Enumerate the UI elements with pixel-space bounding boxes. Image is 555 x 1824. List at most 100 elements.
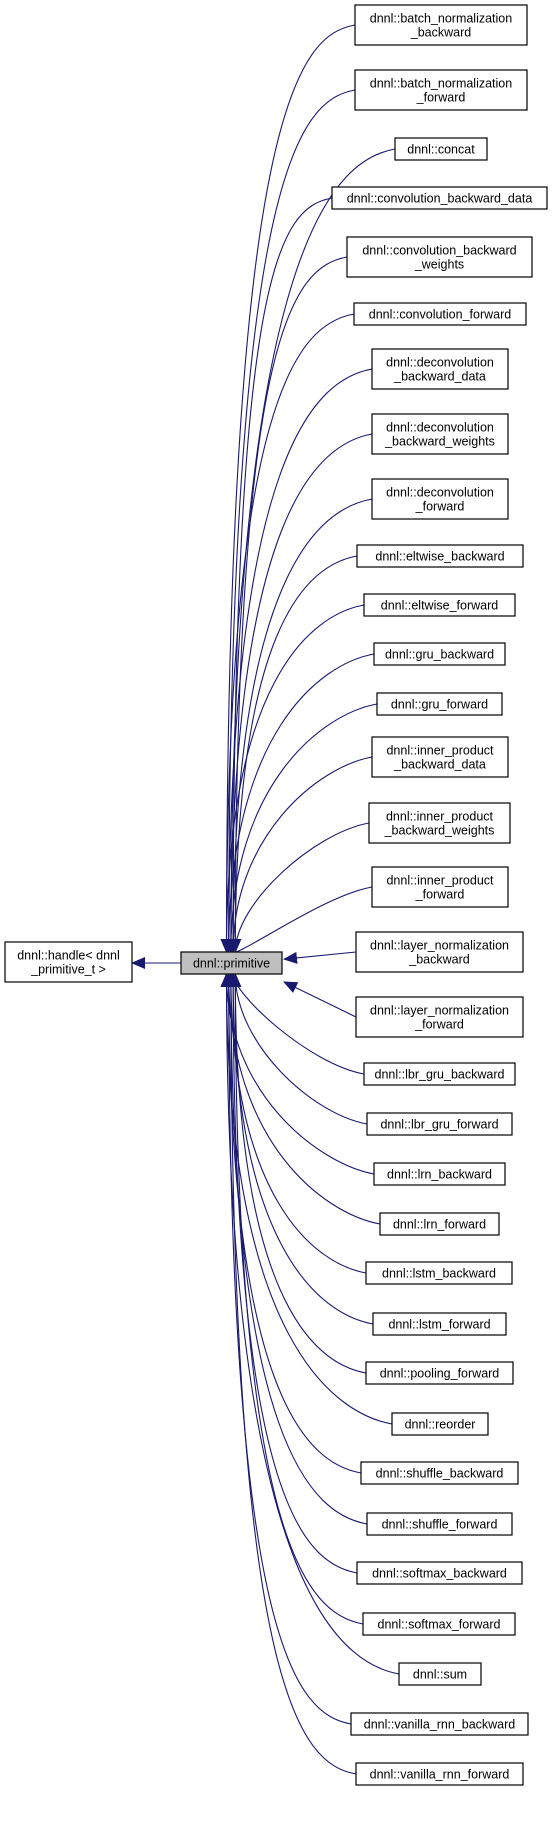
node-inner-product-backward-data-label-line-1: dnnl::inner_product (386, 744, 494, 758)
node-gru-backward-box (373, 642, 506, 666)
node-vanilla-rnn-forward-box (355, 1762, 524, 1786)
node-pooling-forward[interactable]: dnnl::pooling_forward (365, 1361, 514, 1385)
node-convolution-backward-weights-label-line-1: dnnl::convolution_backward (362, 244, 516, 258)
node-vanilla-rnn-forward-label-line-1: dnnl::vanilla_rnn_forward (370, 1768, 510, 1782)
nodes-layer: dnnl::handle< dnnl_primitive_t > dnnl::pr… (4, 4, 548, 1786)
node-inner-product-backward-weights[interactable]: dnnl::inner_product_backward_weights (368, 802, 511, 844)
node-deconvolution-forward-box (371, 478, 509, 520)
node-layer-normalization-forward-label-line-2: _forward (414, 1018, 464, 1032)
node-lrn-forward-label-line-1: dnnl::lrn_forward (393, 1218, 486, 1232)
node-lrn-forward[interactable]: dnnl::lrn_forward (379, 1212, 500, 1236)
node-inner-product-backward-data-label-line-2: _backward_data (393, 758, 486, 772)
node-convolution-forward-label-line-1: dnnl::convolution_forward (369, 308, 511, 322)
node-lstm-backward[interactable]: dnnl::lstm_backward (365, 1261, 513, 1285)
node-sum[interactable]: dnnl::sum (398, 1662, 482, 1686)
edge-deconvolution-backward-weights (224, 433, 373, 953)
edge-deconvolution-backward-data (222, 368, 373, 953)
node-eltwise-backward[interactable]: dnnl::eltwise_backward (356, 544, 524, 568)
edge-gru-forward (224, 703, 378, 953)
node-handle-primitive-t-label-line-1: dnnl::handle< dnnl (17, 949, 120, 963)
node-reorder-label-line-1: dnnl::reorder (405, 1418, 476, 1432)
edge-eltwise-forward (220, 604, 365, 953)
node-softmax-forward[interactable]: dnnl::softmax_forward (362, 1612, 516, 1636)
node-deconvolution-backward-data-label-line-1: dnnl::deconvolution (386, 356, 494, 370)
node-eltwise-backward-label-line-1: dnnl::eltwise_backward (375, 550, 504, 564)
node-layer-normalization-forward[interactable]: dnnl::layer_normalization_forward (355, 996, 524, 1038)
node-deconvolution-backward-weights-label-line-2: _backward_weights (384, 435, 495, 449)
node-convolution-backward-data-label-line-1: dnnl::convolution_backward_data (347, 192, 533, 206)
edges-layer (131, 24, 400, 1775)
node-inner-product-forward-label-line-2: _forward (415, 888, 465, 902)
node-lbr-gru-backward-box (363, 1062, 516, 1086)
node-inner-product-forward[interactable]: dnnl::inner_product_forward (371, 866, 509, 908)
node-primitive[interactable]: dnnl::primitive (180, 951, 283, 975)
node-vanilla-rnn-backward-label-line-1: dnnl::vanilla_rnn_backward (364, 1718, 516, 1732)
node-batch-normalization-forward[interactable]: dnnl::batch_normalization_forward (354, 69, 528, 111)
node-deconvolution-backward-data[interactable]: dnnl::deconvolution_backward_data (371, 348, 509, 390)
edge-convolution-forward (220, 313, 355, 953)
node-inner-product-backward-weights-label-line-1: dnnl::inner_product (386, 810, 494, 824)
node-batch-normalization-backward-box (354, 4, 528, 46)
node-primitive-box (180, 951, 283, 975)
node-sum-box (398, 1662, 482, 1686)
node-layer-normalization-backward-box (355, 931, 524, 973)
node-layer-normalization-backward[interactable]: dnnl::layer_normalization_backward (355, 931, 524, 973)
node-lrn-backward[interactable]: dnnl::lrn_backward (373, 1162, 506, 1186)
node-softmax-forward-box (362, 1612, 516, 1636)
edge-layer-normalization-forward (283, 981, 357, 1018)
node-shuffle-backward[interactable]: dnnl::shuffle_backward (360, 1461, 519, 1485)
edge-vanilla-rnn-forward (224, 973, 357, 1775)
node-lbr-gru-forward-label-line-1: dnnl::lbr_gru_forward (380, 1118, 498, 1132)
node-handle-primitive-t-label-line-2: _primitive_t > (30, 963, 106, 977)
edge-reorder (220, 973, 393, 1425)
node-gru-forward-label-line-1: dnnl::gru_forward (391, 698, 488, 712)
node-gru-forward[interactable]: dnnl::gru_forward (376, 692, 503, 716)
node-eltwise-forward[interactable]: dnnl::eltwise_forward (363, 593, 516, 617)
node-gru-backward[interactable]: dnnl::gru_backward (373, 642, 506, 666)
node-pooling-forward-box (365, 1361, 514, 1385)
edge-lbr-gru-forward (229, 973, 368, 1125)
node-sum-label-line-1: dnnl::sum (413, 1668, 467, 1682)
node-lbr-gru-backward[interactable]: dnnl::lbr_gru_backward (363, 1062, 516, 1086)
node-handle-primitive-t[interactable]: dnnl::handle< dnnl_primitive_t > (4, 941, 133, 983)
node-batch-normalization-backward[interactable]: dnnl::batch_normalization_backward (354, 4, 528, 46)
node-vanilla-rnn-backward[interactable]: dnnl::vanilla_rnn_backward (350, 1712, 529, 1736)
node-lrn-backward-box (373, 1162, 506, 1186)
edge-convolution-backward-data (227, 197, 333, 953)
edge-vanilla-rnn-backward (222, 973, 352, 1725)
node-batch-normalization-forward-label-line-1: dnnl::batch_normalization (370, 77, 512, 91)
node-convolution-backward-weights[interactable]: dnnl::convolution_backward_weights (346, 236, 533, 278)
edge-batch-normalization-forward (222, 89, 356, 953)
node-softmax-backward[interactable]: dnnl::softmax_backward (356, 1561, 523, 1585)
node-deconvolution-backward-data-box (371, 348, 509, 390)
node-layer-normalization-forward-label-line-1: dnnl::layer_normalization (370, 1004, 509, 1018)
node-deconvolution-backward-weights[interactable]: dnnl::deconvolution_backward_weights (371, 413, 509, 455)
node-inner-product-forward-box (371, 866, 509, 908)
node-convolution-backward-data[interactable]: dnnl::convolution_backward_data (331, 186, 548, 210)
node-primitive-label-line-1: dnnl::primitive (193, 957, 270, 971)
node-inner-product-backward-weights-box (368, 802, 511, 844)
node-convolution-backward-weights-box (346, 236, 533, 278)
node-eltwise-backward-box (356, 544, 524, 568)
node-inner-product-backward-data[interactable]: dnnl::inner_product_backward_data (371, 736, 509, 778)
node-lstm-forward[interactable]: dnnl::lstm_forward (372, 1312, 507, 1336)
edge-pooling-forward (229, 973, 367, 1374)
edge-deconvolution-forward (227, 498, 373, 953)
node-lrn-backward-label-line-1: dnnl::lrn_backward (387, 1168, 492, 1182)
node-concat[interactable]: dnnl::concat (394, 137, 488, 161)
node-batch-normalization-backward-label-line-1: dnnl::batch_normalization (370, 12, 512, 26)
node-pooling-forward-label-line-1: dnnl::pooling_forward (380, 1367, 500, 1381)
node-deconvolution-forward[interactable]: dnnl::deconvolution_forward (371, 478, 509, 520)
node-lrn-forward-box (379, 1212, 500, 1236)
edge-convolution-backward-weights (229, 256, 348, 953)
node-reorder[interactable]: dnnl::reorder (391, 1412, 489, 1436)
node-concat-label-line-1: dnnl::concat (407, 143, 475, 157)
node-softmax-backward-label-line-1: dnnl::softmax_backward (372, 1567, 507, 1581)
node-handle-primitive-t-box (4, 941, 133, 983)
node-shuffle-forward[interactable]: dnnl::shuffle_forward (366, 1512, 513, 1536)
node-convolution-forward[interactable]: dnnl::convolution_forward (353, 302, 527, 326)
node-lbr-gru-forward[interactable]: dnnl::lbr_gru_forward (366, 1112, 513, 1136)
edge-layer-normalization-backward (283, 951, 357, 964)
node-vanilla-rnn-forward[interactable]: dnnl::vanilla_rnn_forward (355, 1762, 524, 1786)
node-vanilla-rnn-backward-box (350, 1712, 529, 1736)
